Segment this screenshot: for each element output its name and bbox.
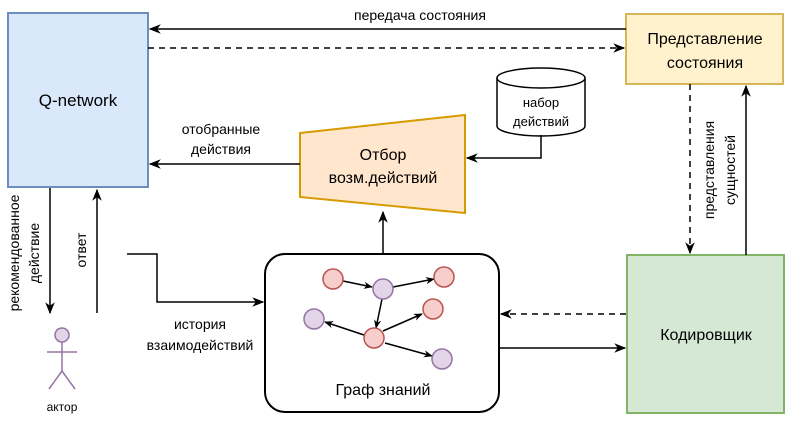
graph-node-purple [431, 348, 453, 370]
edge-label-history-line2: взаимодействий [147, 337, 254, 353]
q-network-label: Q-network [39, 91, 118, 110]
graph-node-red [363, 327, 385, 349]
edge-label-selected-actions-line1: отобранные [182, 121, 261, 137]
graph-node-purple [303, 308, 325, 330]
graph-node-red [322, 268, 344, 290]
edge-history-to-graph [127, 253, 265, 307]
graph-edge [324, 321, 365, 336]
knowledge-graph-node: Граф знаний [264, 253, 500, 413]
graph-edge [342, 280, 373, 289]
action-set-node: набор действий [496, 67, 586, 137]
graph-node-purple [372, 278, 394, 300]
graph-edge [382, 313, 423, 332]
encoder-label: Кодировщик [660, 327, 753, 344]
action-filter-label-line1: Отбор [360, 147, 407, 164]
actor-figure [47, 327, 77, 390]
edge-label-response: ответ [73, 232, 89, 267]
q-network-node: Q-network [7, 12, 149, 188]
action-filter-node: Отбор возм.действий [299, 113, 466, 215]
graph-edge [384, 342, 433, 358]
action-filter-label-line2: возм.действий [329, 170, 438, 187]
graph-edges [324, 277, 435, 358]
edge-label-entity-repr-line1: представления [701, 121, 717, 219]
knowledge-graph-label: Граф знаний [336, 382, 431, 399]
actor-label: актор [47, 400, 78, 414]
edge-label-entity-repr-line2: сущностей [722, 135, 738, 205]
edge-label-selected-actions-line2: действия [191, 141, 251, 157]
edge-label-state-transfer: передача состояния [354, 7, 486, 23]
encoder-node: Кодировщик [626, 254, 785, 414]
graph-node-red [433, 266, 455, 288]
state-representation-node: Представление состояния [625, 13, 784, 85]
edge-label-history-line1: история [174, 316, 226, 332]
state-representation-label-line2: состояния [667, 55, 743, 72]
graph-node-red [422, 298, 444, 320]
edge-label-recommended-line1: рекомендованное [6, 194, 22, 311]
action-set-label-line1: набор [523, 95, 559, 110]
edge-action-set-to-filter [465, 135, 542, 163]
state-representation-label-line1: Представление [647, 31, 762, 48]
graph-edge [392, 277, 435, 288]
graph-edge [374, 298, 383, 329]
edge-label-recommended-line2: действие [26, 223, 42, 283]
action-set-label-line2: действий [513, 114, 569, 129]
